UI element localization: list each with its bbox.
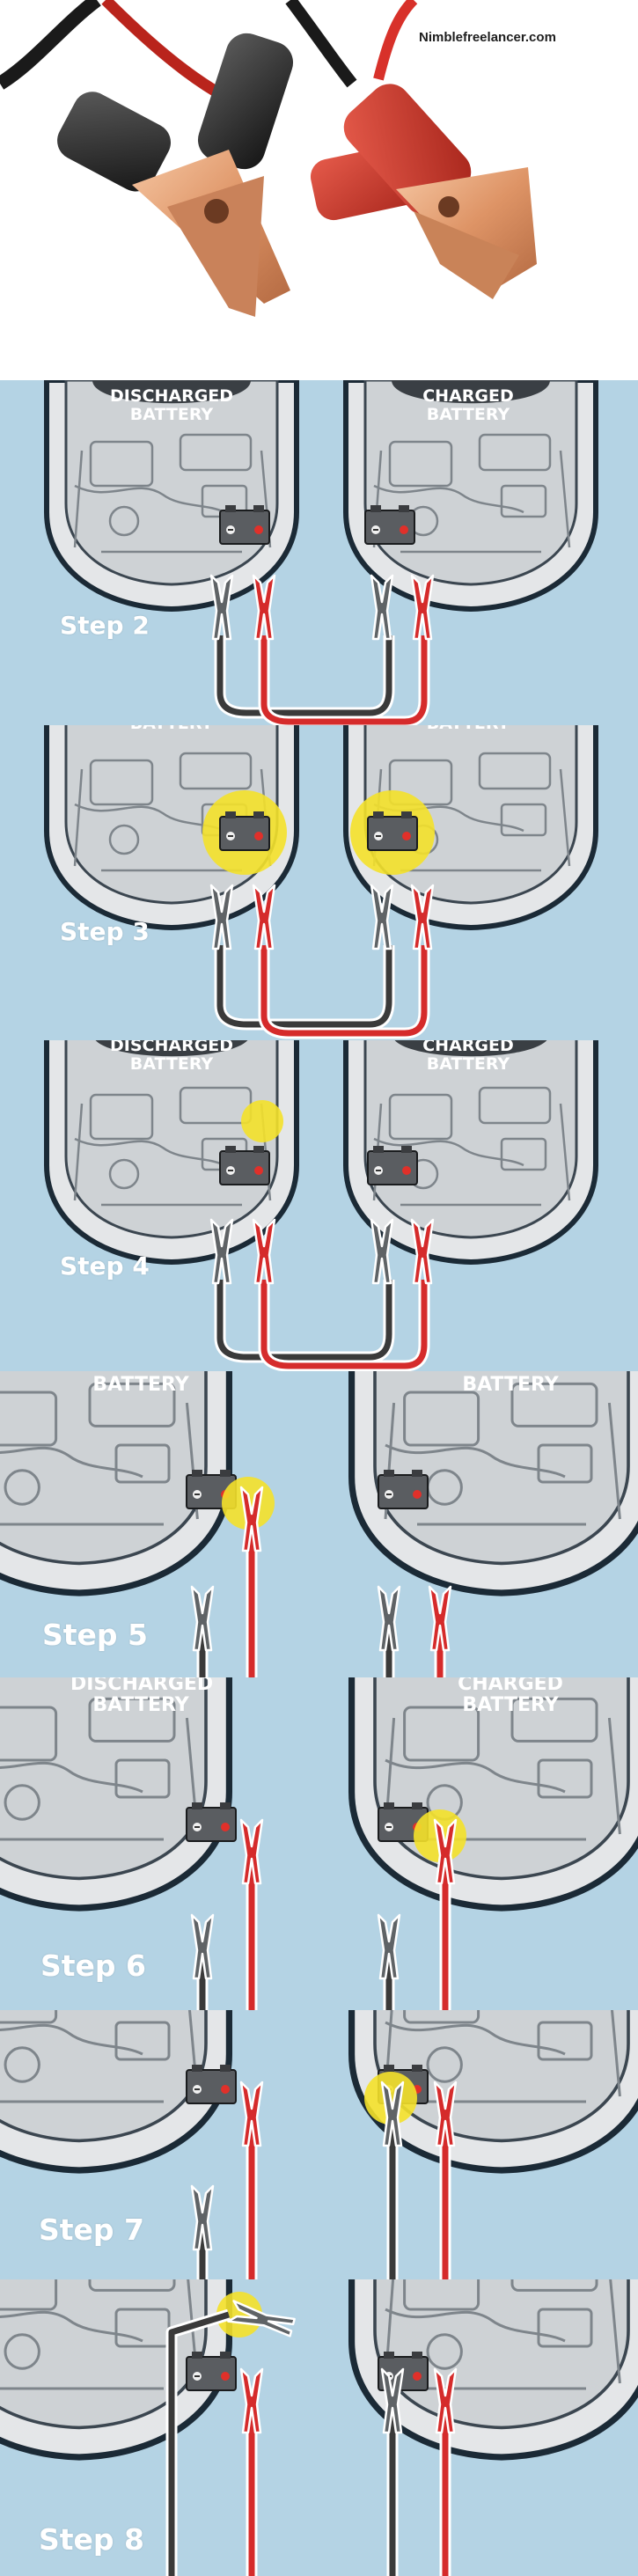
step-label: Step 5 bbox=[42, 1618, 148, 1652]
red-clamp bbox=[310, 84, 537, 299]
discharged-battery bbox=[219, 811, 270, 851]
step-label: Step 2 bbox=[60, 611, 150, 640]
step-2-diagram bbox=[0, 380, 638, 725]
step-3-panel: BATTERY BATTERY Step 3 bbox=[0, 725, 638, 1040]
red-cable-right bbox=[373, 0, 418, 81]
black-cable-upper bbox=[0, 0, 101, 90]
discharged-battery-title: BATTERY bbox=[92, 1374, 189, 1396]
black-jumper-cable bbox=[216, 1280, 392, 1361]
step-6-diagram bbox=[0, 1677, 638, 2010]
hero-photo: Nimblefreelancer.com bbox=[0, 0, 638, 380]
red-jumper-cable bbox=[260, 945, 428, 1037]
red-jumper-cable bbox=[260, 635, 428, 725]
jumper-clamps-illustration bbox=[0, 0, 537, 317]
step-8-diagram bbox=[0, 2279, 638, 2576]
discharged-battery-title: BATTERY bbox=[110, 725, 233, 733]
black-jumper-cable-left bbox=[168, 2311, 231, 2576]
red-clamp-left bbox=[252, 574, 276, 641]
black-jumper-cable bbox=[216, 945, 392, 1028]
step-5-panel: BATTERY BATTERY Step 5 bbox=[0, 1371, 638, 1677]
highlight-ground-point bbox=[241, 1100, 283, 1142]
discharged-battery bbox=[186, 2064, 237, 2104]
step-4-diagram bbox=[0, 1040, 638, 1371]
black-clamp bbox=[57, 33, 294, 317]
step-7-panel: Step 7 bbox=[0, 2010, 638, 2279]
charged-battery bbox=[364, 504, 415, 545]
step-8-panel: Step 8 bbox=[0, 2279, 638, 2576]
step-label: Step 3 bbox=[60, 917, 150, 946]
black-clamp-right bbox=[370, 574, 394, 641]
step-label: Step 7 bbox=[39, 2213, 144, 2247]
charged-battery bbox=[367, 811, 418, 851]
step-3-diagram bbox=[0, 725, 638, 1039]
discharged-battery bbox=[219, 504, 270, 545]
step-label: Step 6 bbox=[40, 1949, 146, 1983]
charged-battery bbox=[367, 1145, 418, 1185]
discharged-battery bbox=[186, 1802, 237, 1842]
red-jumper-cable bbox=[260, 1280, 428, 1369]
charged-battery-title: BATTERY bbox=[407, 725, 530, 733]
step-7-diagram bbox=[0, 2010, 638, 2279]
discharged-battery bbox=[219, 1145, 270, 1185]
charged-battery-title: BATTERY bbox=[462, 1374, 559, 1396]
black-jumper-cable bbox=[216, 635, 392, 716]
step-label: Step 4 bbox=[60, 1251, 150, 1281]
watermark-text: Nimblefreelancer.com bbox=[419, 30, 556, 45]
black-cable-right bbox=[285, 0, 357, 88]
charged-battery bbox=[378, 1469, 429, 1509]
step-label: Step 8 bbox=[39, 2522, 144, 2557]
highlight-ground-point bbox=[216, 2292, 262, 2337]
discharged-battery bbox=[186, 2351, 237, 2391]
step-5-diagram bbox=[0, 1371, 638, 1677]
